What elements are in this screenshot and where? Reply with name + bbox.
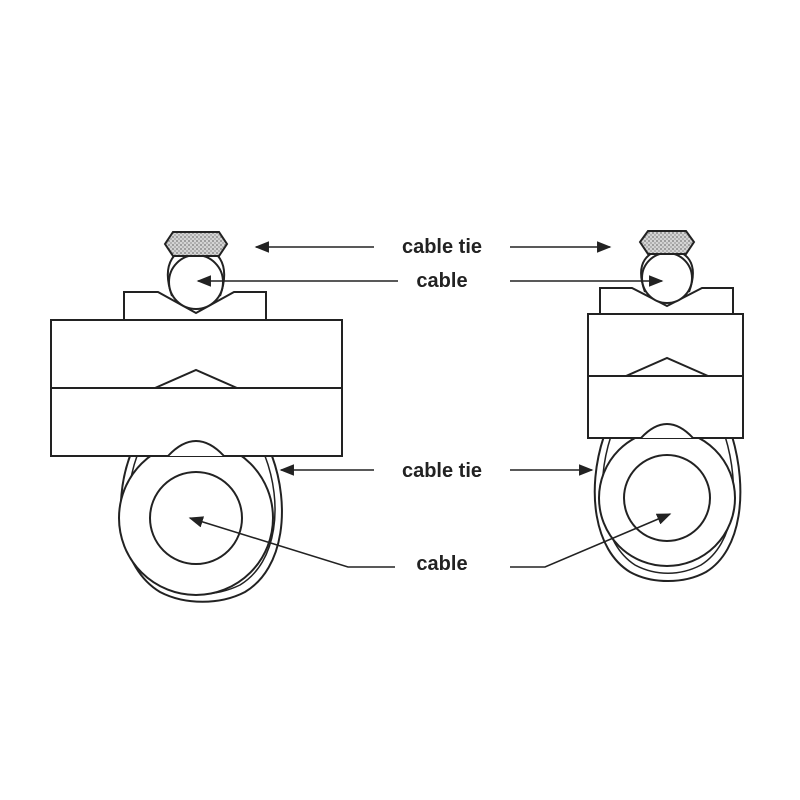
left-clamp: [50, 231, 343, 603]
label-top-cable: cable: [416, 270, 468, 292]
right-top-cable-tie-head: [638, 230, 696, 255]
leader-arrows: [188, 241, 672, 568]
label-mid-cable-tie: cable tie: [401, 460, 483, 482]
right-clamp-upper-block: [587, 313, 744, 377]
label-bottom-cable: cable: [416, 553, 468, 575]
left-clamp-upper-block: [50, 319, 343, 389]
right-clamp: [587, 230, 744, 582]
label-top-cable-tie: cable tie: [401, 236, 483, 258]
left-top-cable-tie-head: [163, 231, 229, 257]
arrow-bottom-cable-right: [510, 513, 672, 568]
arrow-bottom-cable-left: [188, 516, 395, 568]
left-bottom-cable-inner: [149, 471, 243, 565]
right-top-cable: [641, 252, 693, 304]
right-bottom-cable-tie: [593, 435, 742, 582]
right-bottom-cable-inner: [623, 454, 711, 542]
left-top-cable: [168, 254, 224, 310]
